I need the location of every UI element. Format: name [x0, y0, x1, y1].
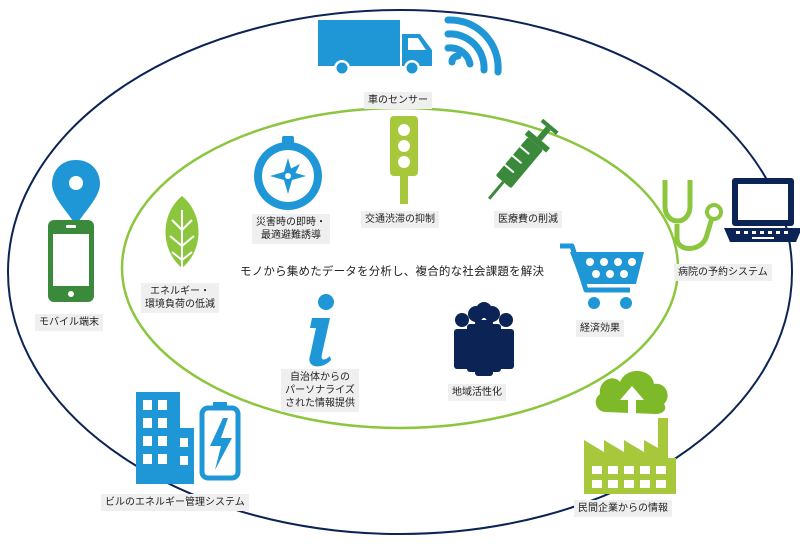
people-icon — [454, 302, 514, 376]
syringe-icon — [487, 118, 559, 200]
label-hospital: 病院の予約システム — [674, 264, 772, 281]
factory-cloud-icon — [584, 370, 676, 494]
label-energy: エネルギー・ 環境負荷の低減 — [141, 283, 219, 313]
center-message: モノから集めたデータを分析し、複合的な社会課題を解決 — [240, 264, 545, 278]
label-economy: 経済効果 — [576, 320, 624, 337]
info-icon — [309, 294, 334, 367]
label-disaster: 災害時の即時・ 最適避難誘導 — [252, 214, 330, 244]
compass-icon — [254, 136, 322, 210]
label-mobile: モバイル端末 — [35, 314, 103, 331]
label-personalized: 自治体からの パーソナライズ された情報提供 — [281, 369, 359, 412]
stethoscope-laptop-icon — [662, 178, 800, 251]
label-enterprise: 民間企業からの情報 — [574, 500, 672, 517]
shopping-cart-icon — [560, 243, 644, 309]
label-community: 地域活性化 — [448, 384, 506, 401]
phone-location-icon — [48, 160, 100, 302]
label-car-sensor: 車のセンサー — [364, 92, 432, 109]
label-traffic: 交通渋滞の抑制 — [361, 211, 439, 228]
leaf-icon — [165, 196, 199, 276]
label-medical: 医療費の削減 — [494, 211, 562, 228]
truck-wifi-icon — [318, 16, 502, 76]
building-battery-icon — [136, 392, 241, 484]
outer-ellipse — [7, 9, 793, 535]
traffic-light-icon — [390, 116, 418, 204]
label-building: ビルのエネルギー管理システム — [101, 494, 249, 511]
